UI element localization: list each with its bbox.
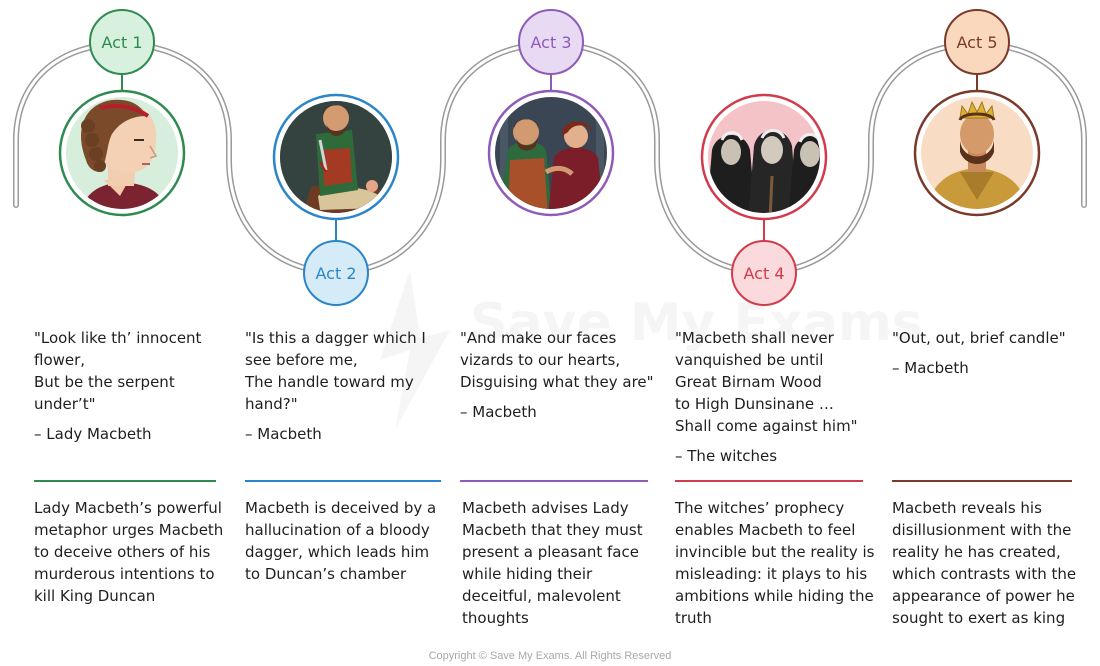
- copyright-notice: Copyright © Save My Exams. All Rights Re…: [428, 650, 672, 662]
- act1-quote-block: "Look like th’ innocent flower, But be t…: [34, 327, 239, 445]
- act3-quote-block: "And make our faces vizards to our heart…: [460, 327, 665, 423]
- act5-quote-block: "Out, out, brief candle" – Macbeth: [892, 327, 1072, 379]
- act4-attribution: – The witches: [675, 447, 778, 465]
- act1-badge: Act 1: [89, 9, 155, 75]
- act4-illustration: [700, 93, 828, 221]
- act5-description: Macbeth reveals his disillusionment with…: [892, 499, 1077, 627]
- act5-quote: "Out, out, brief candle": [892, 329, 1066, 347]
- act4-description: The witches’ prophecy enables Macbeth to…: [675, 499, 875, 627]
- act1-attribution: – Lady Macbeth: [34, 425, 152, 443]
- act3-illustration: [487, 89, 615, 217]
- act4-badge: Act 4: [731, 240, 797, 306]
- act5-badge: Act 5: [944, 9, 1010, 75]
- act3-badge: Act 3: [518, 9, 584, 75]
- act3-label: Act 3: [531, 33, 572, 52]
- act1-illustration: [58, 89, 186, 217]
- act2-attribution: – Macbeth: [245, 425, 322, 443]
- act1-label: Act 1: [102, 33, 143, 52]
- act1-divider: [34, 480, 216, 482]
- act2-description: Macbeth is deceived by a hallucination o…: [245, 499, 437, 583]
- act4-divider: [675, 480, 863, 482]
- act5-illustration: [913, 89, 1041, 217]
- act5-attribution: – Macbeth: [892, 359, 969, 377]
- act2-badge: Act 2: [303, 240, 369, 306]
- act2-quote: "Is this a dagger which I see before me,…: [245, 329, 426, 413]
- act5-label: Act 5: [957, 33, 998, 52]
- act1-quote: "Look like th’ innocent flower, But be t…: [34, 329, 202, 413]
- act2-illustration: [272, 93, 400, 221]
- act3-divider: [460, 480, 648, 482]
- act2-divider: [245, 480, 441, 482]
- act4-quote: "Macbeth shall never vanquished be until…: [675, 329, 858, 435]
- act4-quote-block: "Macbeth shall never vanquished be until…: [675, 327, 885, 467]
- act3-attribution: – Macbeth: [460, 403, 537, 421]
- act5-divider: [892, 480, 1072, 482]
- act2-label: Act 2: [316, 264, 357, 283]
- act3-quote: "And make our faces vizards to our heart…: [460, 329, 654, 391]
- act1-description: Lady Macbeth’s powerful metaphor urges M…: [34, 499, 224, 605]
- watermark-text: Save My Exams: [470, 293, 923, 353]
- act4-label: Act 4: [744, 264, 785, 283]
- act3-description: Macbeth advises Lady Macbeth that they m…: [462, 499, 643, 627]
- watermark: Save My Exams: [380, 270, 923, 430]
- act2-quote-block: "Is this a dagger which I see before me,…: [245, 327, 450, 445]
